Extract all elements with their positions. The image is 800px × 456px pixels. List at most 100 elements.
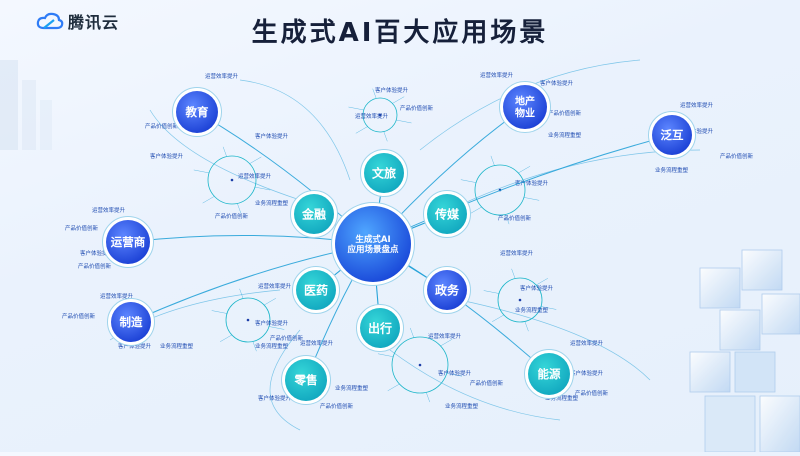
outer-node-4[interactable]: 零售 <box>281 355 331 405</box>
sub-label-value: 产品价值创新 <box>62 312 96 320</box>
sub-hub-spoke-6-2 <box>387 383 400 392</box>
sub-hub-ring-2 <box>474 164 526 216</box>
inner-node-5-label: 金融 <box>301 206 326 221</box>
inner-node-2[interactable]: 政务 <box>423 266 471 314</box>
sub-label-value: 产品价值创新 <box>270 334 304 342</box>
sub-hub-ring-7 <box>225 297 271 343</box>
sub-label-experience: 客户体验提升 <box>80 249 114 257</box>
sub-label-process: 业务流程重塑 <box>255 199 289 207</box>
sub-hub-dot-5 <box>518 298 522 302</box>
sub-hub-ring-5 <box>497 277 543 323</box>
sub-label-efficiency: 运营效率提升 <box>205 72 239 80</box>
sub-hub-spoke-1-3 <box>193 169 210 174</box>
inner-node-4-label: 医药 <box>304 282 328 297</box>
sub-label-value: 产品价值创新 <box>145 122 179 130</box>
sub-label-efficiency: 运营效率提升 <box>238 172 272 180</box>
sub-label-process: 业务流程重塑 <box>548 131 582 139</box>
inner-node-3-disc <box>360 308 400 348</box>
sub-label-value: 产品价值创新 <box>498 214 532 222</box>
sub-hub-spoke-1-5 <box>249 156 262 164</box>
center-node-label: 生成式AI <box>355 234 390 245</box>
sub-label-value: 产品价值创新 <box>575 389 609 397</box>
sub-hub-spoke-1-2 <box>202 196 215 204</box>
inner-node-1-label: 传媒 <box>434 206 460 221</box>
sub-label-value: 产品价值创新 <box>720 152 754 160</box>
sub-label-process: 业务流程重塑 <box>445 402 479 410</box>
center-node-label: 应用场景盘点 <box>347 244 399 255</box>
outer-node-4-disc <box>285 359 327 401</box>
outer-node-3-disc <box>528 353 570 395</box>
sub-label-process: 业务流程重塑 <box>545 394 579 402</box>
sub-hub-spoke-5-3 <box>483 290 500 294</box>
sub-hub-ring-0 <box>362 97 398 133</box>
outer-node-4-label: 零售 <box>294 373 318 387</box>
sub-label-experience: 客户体验提升 <box>570 369 604 377</box>
sub-label-experience: 客户体验提升 <box>540 79 574 87</box>
sub-label-value: 产品价值创新 <box>215 212 249 220</box>
inner-node-1-disc <box>427 194 467 234</box>
sub-hub-spoke-0-1 <box>383 131 388 142</box>
inner-node-1[interactable]: 传媒 <box>423 190 471 238</box>
outer-node-2[interactable]: 泛互 <box>648 111 696 159</box>
sub-hub-spoke-2-5 <box>518 165 531 174</box>
sub-hub-spoke-2-3 <box>460 179 477 183</box>
sub-hub-spoke-6-3 <box>377 353 394 357</box>
sub-label-process: 业务流程重塑 <box>160 342 194 350</box>
outer-node-6-disc <box>106 220 150 264</box>
sub-hub-spoke-5-1 <box>524 321 529 332</box>
outer-node-2-label: 泛互 <box>661 128 684 142</box>
decorative-buildings <box>0 60 52 150</box>
sub-hub-dot-7 <box>246 318 250 322</box>
inner-node-4[interactable]: 医药 <box>292 266 340 314</box>
sub-hub-spoke-2-1 <box>505 214 510 225</box>
sub-hub-spoke-1-1 <box>237 203 242 214</box>
sub-hub-spoke-7-5 <box>264 298 277 306</box>
branch-curve-2 <box>459 299 651 381</box>
inner-node-5-disc <box>294 194 334 234</box>
outer-node-3[interactable]: 能源 <box>524 349 574 399</box>
sub-label-process: 业务流程重塑 <box>515 306 549 314</box>
inner-node-2-disc <box>427 270 467 310</box>
sub-hub-spoke-2-4 <box>490 155 495 166</box>
inner-node-4-disc <box>296 270 336 310</box>
sub-hub-spoke-0-5 <box>392 96 405 104</box>
branch-curve-4 <box>269 329 301 431</box>
branch-curve-6 <box>149 109 301 201</box>
sub-label-efficiency: 运营效率提升 <box>300 339 334 347</box>
sub-label-value: 产品价值创新 <box>400 104 434 112</box>
outer-node-6[interactable]: 运营商 <box>102 216 154 268</box>
sub-hub-spoke-5-4 <box>511 268 516 279</box>
sub-label-efficiency: 运营效率提升 <box>100 292 134 300</box>
inner-node-5[interactable]: 金融 <box>290 190 338 238</box>
sub-hub-spoke-7-1 <box>252 341 257 352</box>
sub-hub-spoke-7-3 <box>211 310 228 314</box>
outer-node-5[interactable]: 制造 <box>107 298 155 346</box>
sub-hub-spoke-6-0 <box>446 373 463 377</box>
sub-hub-spoke-0-0 <box>396 119 412 124</box>
sub-hub-spoke-6-4 <box>410 327 415 338</box>
sub-label-experience: 客户体验提升 <box>438 369 472 377</box>
sub-hub-spoke-7-0 <box>268 326 285 330</box>
sub-hub-dot-6 <box>418 363 422 367</box>
sub-hub-spoke-6-1 <box>425 392 430 403</box>
inner-node-3[interactable]: 出行 <box>356 304 404 352</box>
sub-label-experience: 客户体验提升 <box>258 394 292 402</box>
sub-label-value: 产品价值创新 <box>548 109 582 117</box>
sub-label-experience: 客户体验提升 <box>515 179 549 187</box>
branch-curve-3 <box>389 349 561 421</box>
sub-label-experience: 客户体验提升 <box>375 86 409 94</box>
sub-label-experience: 客户体验提升 <box>150 152 184 160</box>
outer-node-1-label: 地产 <box>515 95 535 108</box>
sub-label-efficiency: 运营效率提升 <box>355 112 389 120</box>
outer-node-2-disc <box>652 115 692 155</box>
outer-node-5-label: 制造 <box>120 315 143 329</box>
inner-node-3-label: 出行 <box>368 320 392 335</box>
outer-node-0[interactable]: 教育 <box>172 87 222 137</box>
sub-label-efficiency: 运营效率提升 <box>570 339 604 347</box>
sub-hub-ring-6 <box>391 336 449 394</box>
inner-node-0[interactable]: 文旅 <box>360 149 408 197</box>
sub-hub-ring-1 <box>207 155 257 205</box>
